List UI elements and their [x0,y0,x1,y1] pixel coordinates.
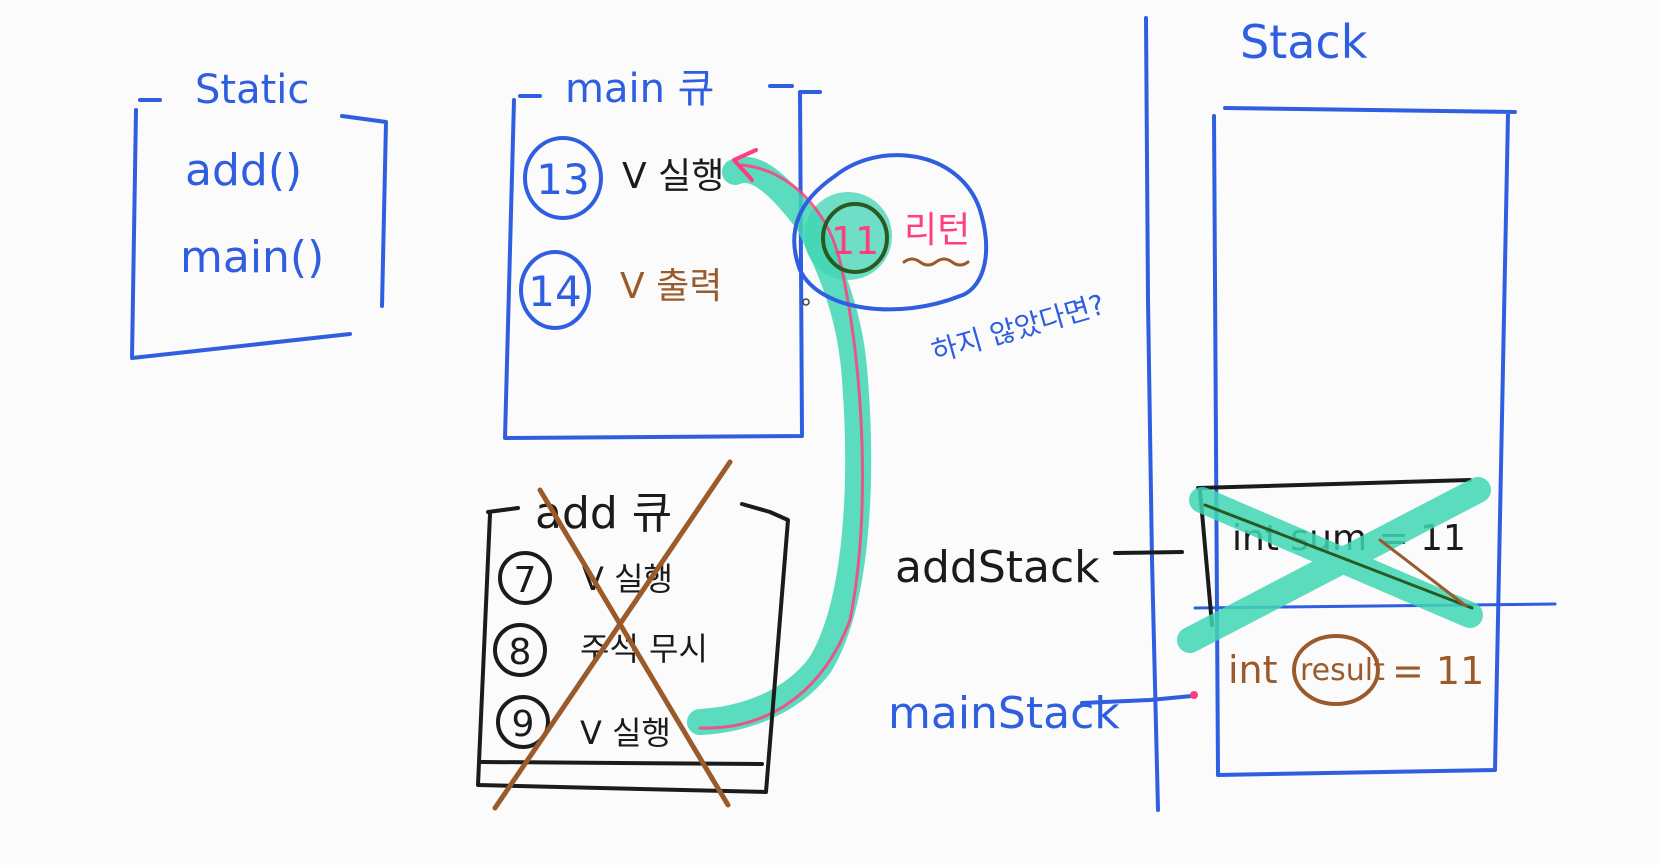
add-stack-cross-line-brown [1378,538,1468,608]
return-number: 11 [831,219,879,263]
main-stack-pointer-dot [1190,691,1198,699]
add-row-7-circle [498,551,552,605]
static-area: Static add() main() [130,67,388,360]
return-bubble-outline [792,153,989,312]
stack-title: Stack [1240,15,1368,69]
add-row-8-circle [493,623,547,677]
add-frame-outline [476,502,790,794]
return-label: 리턴 [904,210,970,251]
main-row-13-circle [523,136,603,220]
return-flow-highlight [687,156,872,735]
main-stack-var-circle [1292,634,1380,706]
add-frame-cross-out [492,459,733,811]
add-stack-cross-highlight [1177,477,1491,653]
add-frame: add 큐 7 V 실행 8 주석 무시 9 V 실행 [476,459,790,811]
static-title: Static [195,67,309,113]
return-arrow-head [732,148,758,182]
main-row-14-number: 14 [528,267,581,316]
add-row-9-circle [496,695,550,749]
cursor-marker [802,298,810,306]
main-stack-label: mainStack [888,688,1120,739]
static-box-outline [130,98,388,360]
add-row-9-text: V 실행 [580,714,671,752]
stack-box-outline [1212,106,1517,777]
add-row-7-number: 7 [514,560,537,601]
return-bubble-highlight [804,192,892,280]
main-stack-pointer [1080,694,1194,705]
main-stack-entry-var: result [1300,653,1385,688]
add-frame-title: add 큐 [535,488,672,539]
add-stack-pointer [1113,550,1184,555]
main-frame-outline [503,84,822,440]
static-method-main: main() [180,232,324,283]
add-stack-cross-line [1203,503,1474,610]
stack-divider-line [1144,16,1160,812]
return-label-underline [902,257,970,267]
static-method-add: add() [185,145,302,196]
main-stack-entry-suffix: = 11 [1392,649,1484,693]
add-row-9-number: 9 [512,704,535,745]
main-stack-entry-prefix: int [1228,648,1278,692]
add-stack-label: addStack [895,542,1100,593]
main-row-13-number: 13 [536,155,589,204]
main-frame: main 큐 13 V 실행 14 V 출력 [503,66,822,440]
main-row-14-circle [519,250,591,330]
return-arrow-line [698,163,864,730]
main-row-14-text: V 출력 [620,266,722,307]
return-number-circle [821,202,889,274]
stack-area: Stack int sum = 11 addStack int result =… [888,15,1557,812]
main-frame-title: main 큐 [565,66,714,112]
main-row-13-text: V 실행 [622,156,724,197]
add-row-8-number: 8 [509,632,532,673]
